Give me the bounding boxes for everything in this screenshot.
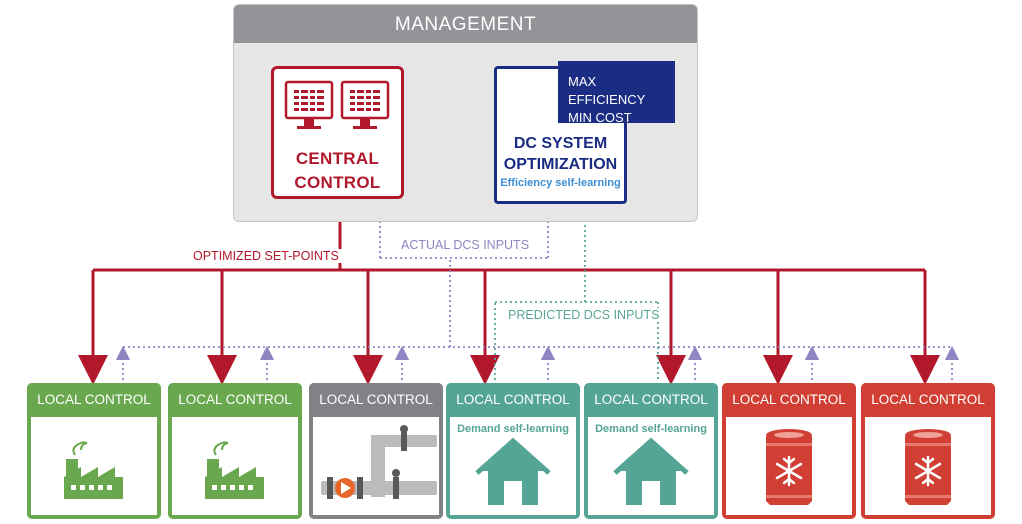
local-control-6[interactable]: LOCAL CONTROL [722, 383, 856, 519]
chiller-tank-icon [766, 429, 812, 505]
management-title: MANAGEMENT [234, 5, 697, 43]
factory-icon [64, 441, 123, 499]
central-control-box[interactable]: CENTRAL CONTROL [271, 66, 404, 199]
local-control-3[interactable]: LOCAL CONTROL [309, 383, 443, 519]
optimization-label-2: OPTIMIZATION [503, 156, 618, 173]
objectives-box: MAX EFFICIENCY MIN COST [558, 61, 675, 125]
local-control-title: LOCAL CONTROL [168, 383, 302, 417]
local-control-title: LOCAL CONTROL [309, 383, 443, 417]
actual-inputs-bus [115, 205, 960, 380]
setpoints-label: OPTIMIZED SET-POINTS [190, 249, 342, 263]
local-control-2[interactable]: LOCAL CONTROL [168, 383, 302, 519]
actual-inputs-label: ACTUAL DCS INPUTS [398, 238, 533, 252]
local-control-title: LOCAL CONTROL [722, 383, 856, 417]
objective-min-cost: MIN COST [568, 110, 632, 125]
house-icon [613, 437, 689, 505]
pipe-valve-icon [321, 425, 437, 499]
house-icon [475, 437, 551, 505]
central-control-label-2: CONTROL [294, 173, 381, 192]
monitors-icon [284, 80, 390, 129]
local-control-title: LOCAL CONTROL [27, 383, 161, 417]
optimization-subtitle: Efficiency self-learning [500, 177, 621, 189]
setpoints-bus [78, 199, 940, 385]
local-control-1[interactable]: LOCAL CONTROL [27, 383, 161, 519]
central-control-label-1: CENTRAL [295, 149, 380, 168]
local-control-title: LOCAL CONTROL [584, 383, 718, 417]
local-control-4[interactable]: LOCAL CONTROL Demand self-learning [446, 383, 580, 519]
factory-icon [205, 441, 264, 499]
local-control-subtitle: Demand self-learning [457, 423, 569, 435]
local-control-5[interactable]: LOCAL CONTROL Demand self-learning [584, 383, 718, 519]
predicted-inputs-bus [494, 205, 659, 380]
local-control-title: LOCAL CONTROL [446, 383, 580, 417]
chiller-tank-icon [905, 429, 951, 505]
local-control-title: LOCAL CONTROL [861, 383, 995, 417]
local-control-subtitle: Demand self-learning [595, 423, 707, 435]
local-control-7[interactable]: LOCAL CONTROL [861, 383, 995, 519]
objective-max-efficiency: MAX EFFICIENCY [568, 74, 646, 107]
predicted-inputs-label: PREDICTED DCS INPUTS [505, 308, 663, 322]
optimization-label-1: DC SYSTEM [513, 135, 608, 152]
